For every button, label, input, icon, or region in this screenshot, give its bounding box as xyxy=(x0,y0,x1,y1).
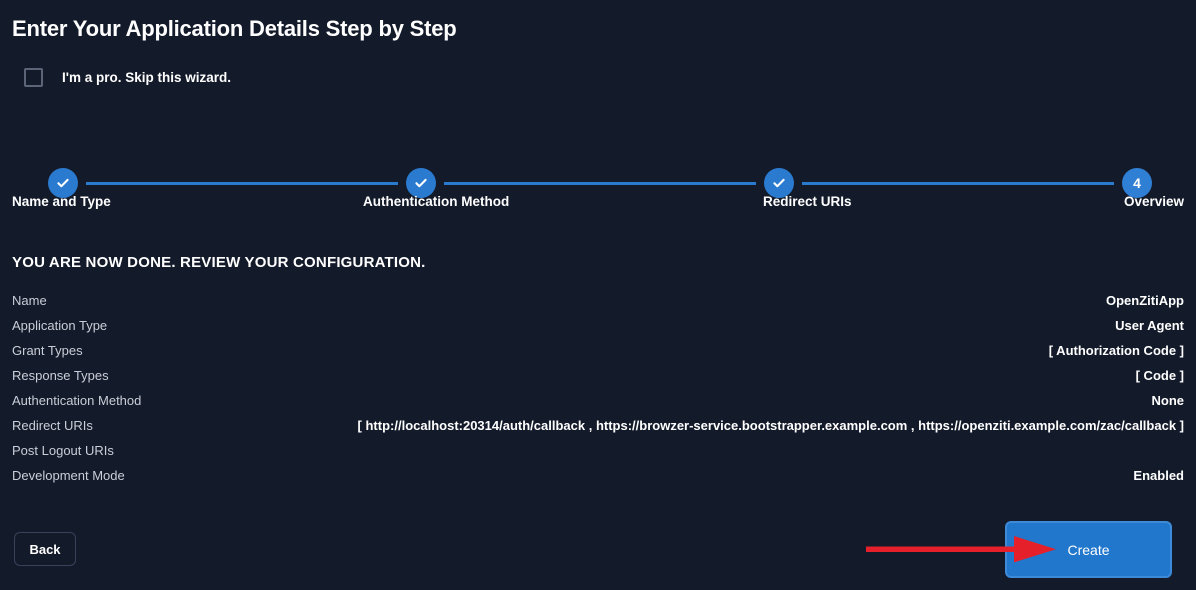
step-label-overview: Overview xyxy=(1123,194,1184,209)
summary-label: Post Logout URIs xyxy=(12,443,114,458)
step-node-2-authentication-method[interactable] xyxy=(406,168,436,198)
summary-row-redirect-uris: Redirect URIs [ http://localhost:20314/a… xyxy=(12,413,1184,438)
summary-value: [ Authorization Code ] xyxy=(1048,343,1184,358)
configuration-summary: Name OpenZitiApp Application Type User A… xyxy=(12,288,1184,488)
check-icon xyxy=(57,178,69,188)
summary-value: [ http://localhost:20314/auth/callback ,… xyxy=(357,418,1184,433)
check-icon xyxy=(415,178,427,188)
summary-row-grant-types: Grant Types [ Authorization Code ] xyxy=(12,338,1184,363)
skip-wizard-checkbox[interactable] xyxy=(24,68,43,87)
summary-label: Authentication Method xyxy=(12,393,142,408)
summary-row-name: Name OpenZitiApp xyxy=(12,288,1184,313)
step-node-1-name-and-type[interactable] xyxy=(48,168,78,198)
stepper-track: 4 xyxy=(48,166,1152,200)
summary-value: User Agent xyxy=(1115,318,1184,333)
wizard-stepper: 4 Name and Type Authentication Method Re… xyxy=(0,150,1196,220)
check-icon xyxy=(773,178,785,188)
step-label-authentication-method: Authentication Method xyxy=(363,194,510,209)
summary-row-authentication-method: Authentication Method None xyxy=(12,388,1184,413)
create-button[interactable]: Create xyxy=(1005,521,1172,578)
summary-row-application-type: Application Type User Agent xyxy=(12,313,1184,338)
step-connector-3-4 xyxy=(802,181,1114,185)
summary-label: Redirect URIs xyxy=(12,418,93,433)
back-button[interactable]: Back xyxy=(14,532,76,566)
summary-row-development-mode: Development Mode Enabled xyxy=(12,463,1184,488)
step-connector-2-3 xyxy=(444,181,756,185)
stepper-labels: Name and Type Authentication Method Redi… xyxy=(0,194,1196,216)
summary-value: OpenZitiApp xyxy=(1106,293,1184,308)
skip-wizard-label: I'm a pro. Skip this wizard. xyxy=(62,70,231,85)
summary-value: [ Code ] xyxy=(1135,368,1184,383)
review-heading: YOU ARE NOW DONE. REVIEW YOUR CONFIGURAT… xyxy=(12,254,426,271)
summary-label: Grant Types xyxy=(12,343,83,358)
step-label-redirect-uris: Redirect URIs xyxy=(763,194,852,209)
step-connector-1-2 xyxy=(86,181,398,185)
summary-label: Development Mode xyxy=(12,468,125,483)
summary-value: None xyxy=(1151,393,1185,408)
summary-row-post-logout-uris: Post Logout URIs xyxy=(12,438,1184,463)
summary-value: Enabled xyxy=(1133,468,1184,483)
skip-wizard-row[interactable]: I'm a pro. Skip this wizard. xyxy=(24,68,231,87)
step-node-3-redirect-uris[interactable] xyxy=(764,168,794,198)
summary-label: Name xyxy=(12,293,47,308)
summary-label: Response Types xyxy=(12,368,109,383)
step-label-name-and-type: Name and Type xyxy=(12,194,111,209)
summary-label: Application Type xyxy=(12,318,108,333)
summary-row-response-types: Response Types [ Code ] xyxy=(12,363,1184,388)
step-node-4-overview[interactable]: 4 xyxy=(1122,168,1152,198)
step-number-4: 4 xyxy=(1133,175,1141,191)
page-title: Enter Your Application Details Step by S… xyxy=(12,16,457,41)
